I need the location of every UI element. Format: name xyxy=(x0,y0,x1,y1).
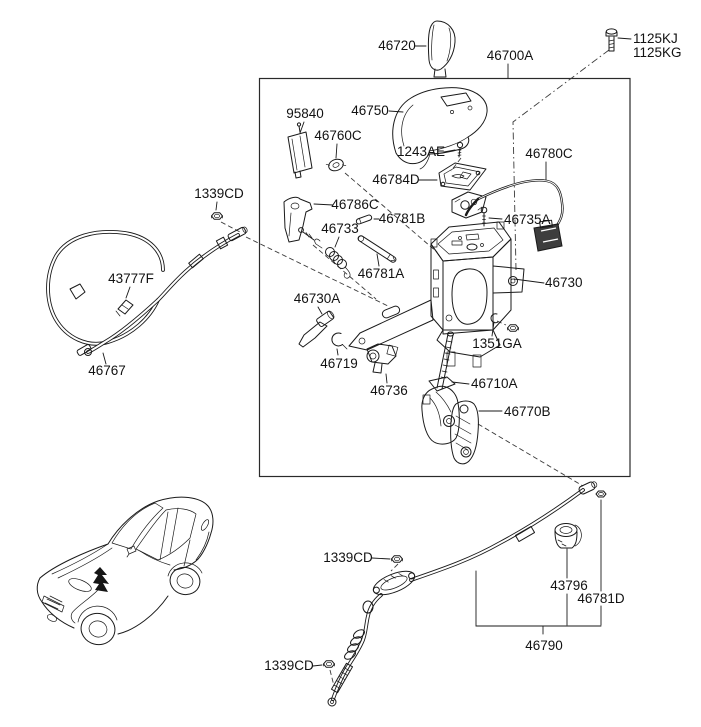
base-housing-46730 xyxy=(348,221,525,368)
label-46700A: 46700A xyxy=(487,48,534,63)
damper-plate-46770B xyxy=(450,400,479,465)
label-1351GA: 1351GA xyxy=(472,336,522,351)
shift-knob-46720 xyxy=(427,20,456,78)
pin-46781B xyxy=(355,214,373,225)
nut-1351GA xyxy=(507,324,519,332)
label-1125KG: 1125KG xyxy=(633,45,682,60)
label-46780C: 46780C xyxy=(525,146,573,161)
circlip-1351GA xyxy=(490,313,499,324)
nut-1339CD-middle xyxy=(391,555,403,563)
bracket-46786C xyxy=(283,196,315,243)
label-46784D: 46784D xyxy=(372,172,420,187)
label-46760C: 46760C xyxy=(314,128,362,143)
label-46781B: 46781B xyxy=(379,211,426,226)
label-43777F: 43777F xyxy=(108,271,154,286)
pin-46781A xyxy=(357,235,397,263)
solenoid-95840 xyxy=(287,122,313,179)
shiftlock-switch-assy xyxy=(451,191,487,219)
label-46786C: 46786C xyxy=(331,197,379,212)
label-46770B: 46770B xyxy=(504,404,551,419)
label-46735A: 46735A xyxy=(504,212,551,227)
shift-cable-46790 xyxy=(327,481,598,707)
label-1339CD-middle: 1339CD xyxy=(323,550,373,565)
label-1243AE: 1243AE xyxy=(397,144,445,159)
wiring-harness-46780C xyxy=(464,179,564,252)
console-cover-46750 xyxy=(392,87,488,170)
nut-1339CD-left xyxy=(211,212,223,220)
label-46730: 46730 xyxy=(545,275,583,290)
label-46720: 46720 xyxy=(378,38,416,53)
label-46767: 46767 xyxy=(88,363,126,378)
grommet-43796 xyxy=(554,523,582,549)
shift-lever-46710A xyxy=(421,331,460,445)
label-43796: 43796 xyxy=(550,578,588,593)
label-46730A: 46730A xyxy=(294,291,341,306)
label-46790: 46790 xyxy=(525,638,563,653)
label-95840: 95840 xyxy=(286,106,324,121)
label-1339CD-left: 1339CD xyxy=(194,186,244,201)
clip-46760C xyxy=(325,158,347,172)
shift-cable-46767 xyxy=(46,226,248,356)
shifter-location-arrow xyxy=(93,567,109,592)
label-46710A: 46710A xyxy=(471,376,518,391)
dashed-leader-lines xyxy=(220,49,610,687)
spring-46733 xyxy=(314,238,351,279)
label-46750: 46750 xyxy=(351,103,389,118)
indicator-plate-46784D xyxy=(438,162,487,191)
label-46781D: 46781D xyxy=(577,591,625,606)
label-1125KJ: 1125KJ xyxy=(633,31,678,46)
label-46736: 46736 xyxy=(370,383,408,398)
snap-ring-46719 xyxy=(331,332,348,350)
cable-clip-43777F xyxy=(115,299,134,317)
label-46719: 46719 xyxy=(320,356,358,371)
switch-46736 xyxy=(366,343,399,374)
label-46733: 46733 xyxy=(321,221,359,236)
assembly-bounding-box xyxy=(258,77,631,478)
part-labels: 46720 46700A 1125KJ 1125KG 95840 46750 4… xyxy=(88,31,681,673)
pivot-pin-46730A xyxy=(298,310,335,348)
cable-mount-plate xyxy=(372,570,416,596)
screw-1243AE xyxy=(456,141,464,158)
label-46781A: 46781A xyxy=(358,266,405,281)
bolt-1125-icon xyxy=(605,28,618,52)
nut-46781D xyxy=(595,490,607,498)
nut-1339CD-bottom xyxy=(323,660,335,668)
leader-lines xyxy=(102,37,632,667)
cable-bellows xyxy=(344,629,365,660)
vehicle-locator-sketch xyxy=(36,496,214,646)
label-1339CD-bottom: 1339CD xyxy=(264,658,314,673)
